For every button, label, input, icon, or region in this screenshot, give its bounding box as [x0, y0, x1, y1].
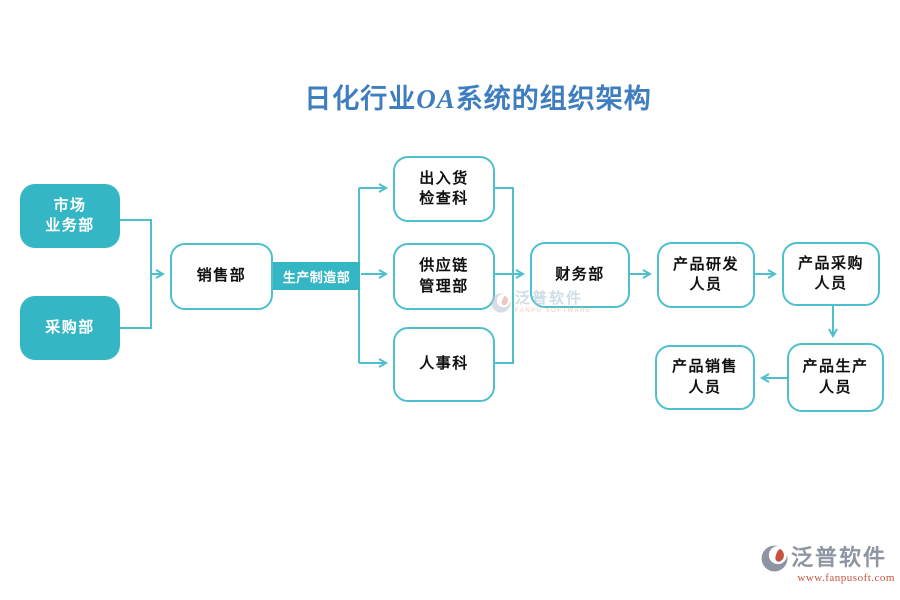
node-supply-chain-dept: 供应链 管理部	[393, 243, 495, 310]
page-title: 日化行业OA系统的组织架构	[0, 77, 900, 116]
fanpu-logo-icon	[761, 545, 788, 572]
fanpu-logo-icon	[491, 292, 511, 313]
center-watermark-sub: FANPU SOFTWARE	[515, 308, 592, 314]
node-product-rd-staff: 产品研发 人员	[657, 242, 755, 308]
page-title-suffix: 系统的组织架构	[455, 84, 652, 114]
node-sales-dept: 销售部	[170, 243, 273, 310]
node-product-production-staff: 产品生产 人员	[787, 343, 884, 412]
page-title-oa: OA	[416, 84, 456, 114]
footer-watermark-url: www.fanpusoft.com	[797, 572, 895, 584]
node-goods-inspection-section: 出入货 检查科	[393, 156, 495, 222]
center-watermark: 泛普软件 FANPU SOFTWARE	[491, 291, 591, 314]
node-purchasing-dept: 采购部	[20, 296, 120, 360]
node-product-procurement-staff: 产品采购 人员	[782, 242, 880, 306]
edge-right-merge	[495, 187, 514, 364]
center-watermark-brand: 泛普软件	[515, 290, 584, 307]
page-title-prefix: 日化行业	[304, 84, 417, 114]
node-product-sales-staff: 产品销售 人员	[655, 345, 755, 410]
footer-watermark: 泛普软件 www.fanpusoft.com	[761, 545, 895, 584]
node-market-business-dept: 市场 业务部	[20, 184, 120, 248]
node-finance-dept: 财务部	[530, 242, 630, 308]
node-production-manufacturing-dept: 生产制造部	[273, 262, 360, 290]
footer-watermark-brand: 泛普软件	[791, 545, 888, 571]
node-hr-section: 人事科	[393, 327, 495, 402]
edge-left-merge	[120, 219, 152, 329]
